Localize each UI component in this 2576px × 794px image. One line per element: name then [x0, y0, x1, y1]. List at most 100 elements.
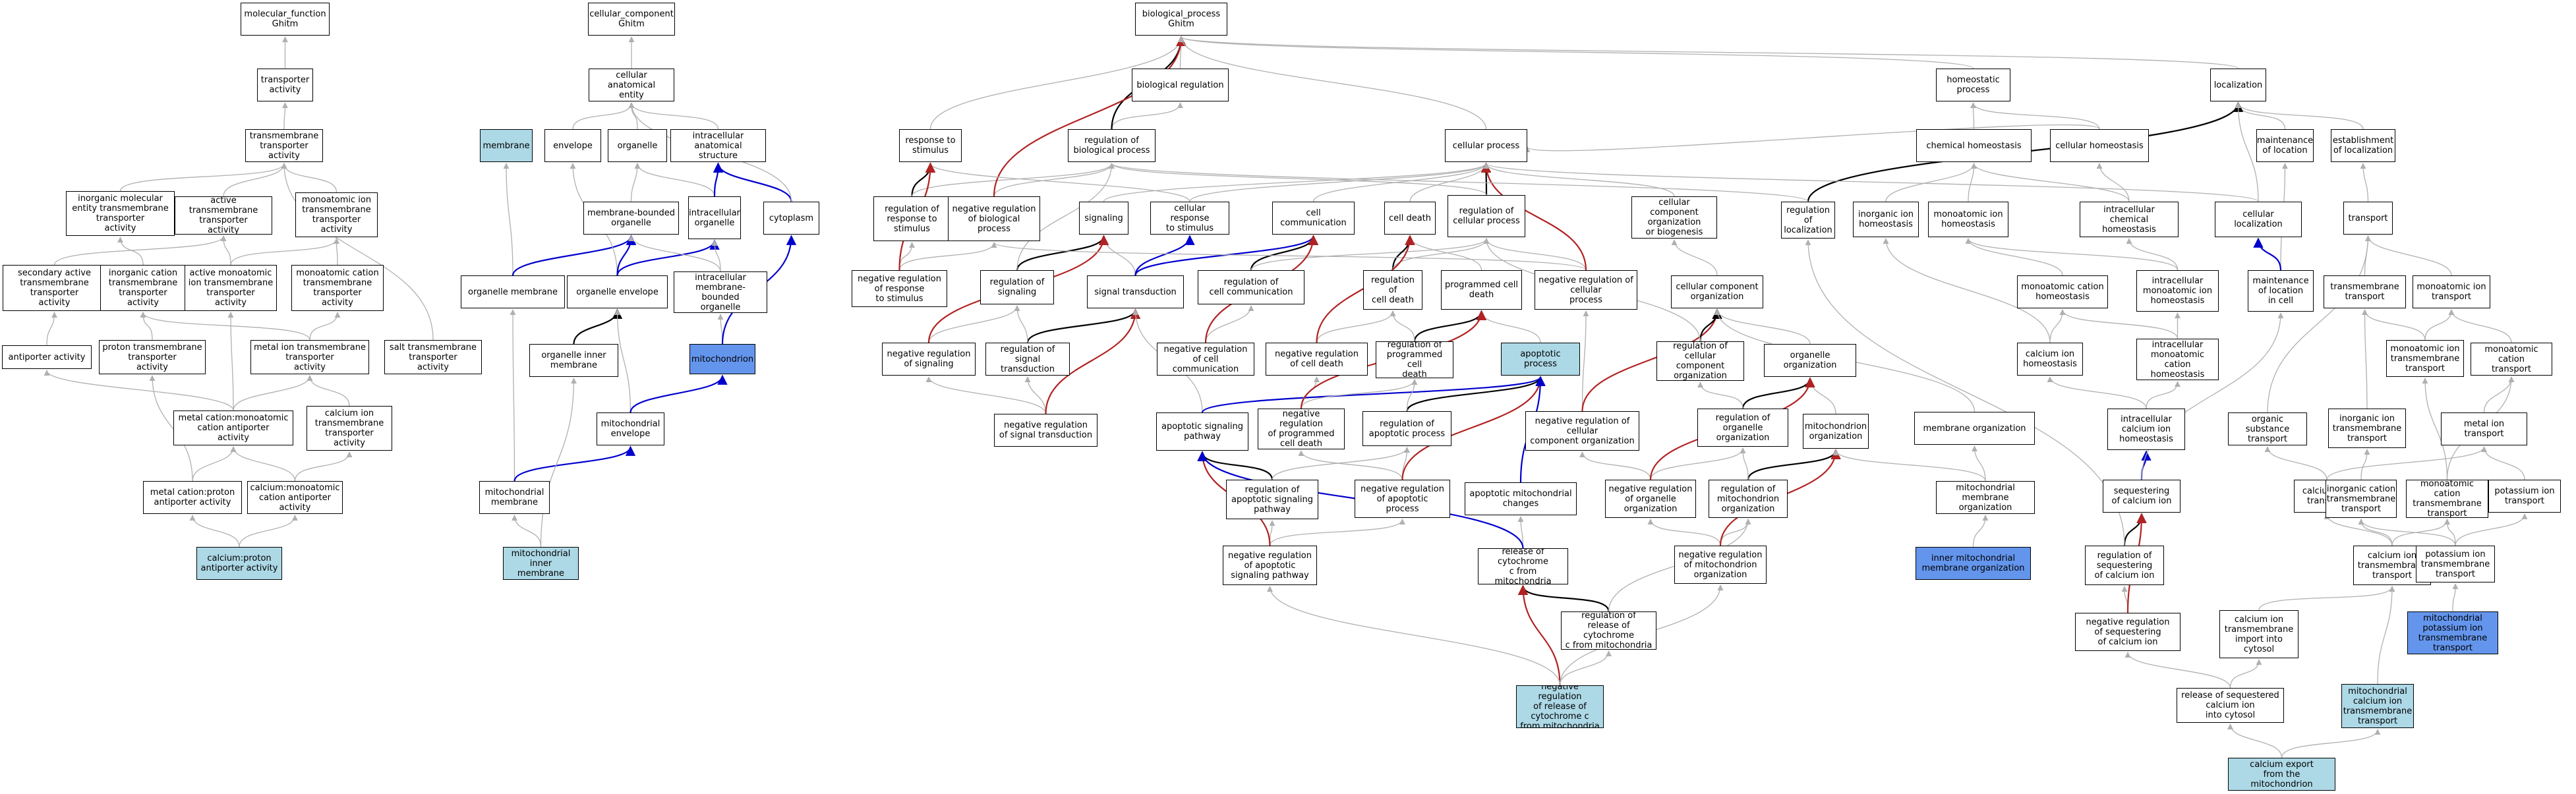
go-term-node[interactable]: metal ion transmembrane transporter acti… [250, 340, 369, 374]
go-term-node[interactable]: negative regulation of cell communicatio… [1157, 343, 1254, 376]
go-term-node[interactable]: mitochondrial calcium ion transmembrane … [2341, 684, 2414, 728]
go-term-node[interactable]: calcium export from the mitochondrion [2228, 758, 2335, 791]
go-term-node[interactable]: negative regulation of mitochondrion org… [1674, 546, 1767, 584]
go-term-node[interactable]: inner mitochondrial membrane organizatio… [1916, 547, 2031, 580]
go-term-node[interactable]: regulation of apoptotic process [1362, 411, 1451, 446]
go-term-node[interactable]: regulation of cell death [1363, 270, 1422, 310]
go-term-node[interactable]: biological_process Ghitm [1135, 3, 1227, 36]
go-term-node[interactable]: cytoplasm [763, 202, 819, 235]
go-term-node[interactable]: potassium ion transport [2488, 480, 2561, 513]
go-term-node[interactable]: monoatomic ion transmembrane transporter… [295, 192, 378, 237]
go-term-node[interactable]: cellular process [1445, 129, 1527, 162]
go-term-node[interactable]: regulation of response to stimulus [873, 196, 951, 241]
go-term-node[interactable]: negative regulation of sequestering of c… [2075, 613, 2181, 651]
go-term-node[interactable]: organelle membrane [461, 275, 565, 308]
go-term-node[interactable]: release of cytochrome c from mitochondri… [1478, 548, 1568, 584]
go-term-node[interactable]: mitochondrion [689, 344, 755, 374]
go-term-node[interactable]: programmed cell death [1441, 270, 1522, 310]
go-term-node[interactable]: calcium ion homeostasis [2017, 343, 2083, 376]
go-term-node[interactable]: regulation of biological process [1068, 129, 1156, 162]
go-term-node[interactable]: regulation of release of cytochrome c fr… [1561, 611, 1656, 650]
go-term-node[interactable]: calcium:monoatomic cation antiporter act… [247, 481, 343, 514]
go-term-node[interactable]: antiporter activity [2, 345, 92, 369]
go-term-node[interactable]: negative regulation of apoptotic signali… [1223, 546, 1317, 585]
go-term-node[interactable]: negative regulation of programmed cell d… [1258, 409, 1345, 449]
go-term-node[interactable]: molecular_function Ghitm [241, 3, 330, 36]
go-term-node[interactable]: regulation of cellular component organiz… [1656, 341, 1744, 381]
go-term-node[interactable]: proton transmembrane transporter activit… [99, 340, 206, 374]
go-term-node[interactable]: cellular response to stimulus [1150, 202, 1229, 235]
go-term-node[interactable]: regulation of signaling [980, 270, 1054, 304]
go-term-node[interactable]: sequestering of calcium ion [2103, 480, 2181, 513]
go-term-node[interactable]: regulation of mitochondrion organization [1709, 480, 1788, 518]
go-term-node[interactable]: apoptotic signaling pathway [1156, 412, 1248, 451]
go-term-node[interactable]: mitochondrial membrane organization [1936, 481, 2035, 514]
go-term-node[interactable]: intracellular monoatomic ion homeostasis [2136, 270, 2219, 312]
go-term-node[interactable]: membrane organization [1914, 412, 2035, 445]
go-term-node[interactable]: monoatomic cation homeostasis [2017, 275, 2108, 308]
go-term-node[interactable]: organelle envelope [567, 275, 668, 308]
go-term-node[interactable]: apoptotic mitochondrial changes [1465, 482, 1577, 515]
go-term-node[interactable]: transmembrane transport [2324, 275, 2406, 308]
go-term-node[interactable]: organic substance transport [2228, 412, 2307, 445]
go-term-node[interactable]: negative regulation of signal transducti… [994, 414, 1098, 447]
go-term-node[interactable]: regulation of cell communication [1198, 270, 1304, 304]
go-term-node[interactable]: intracellular chemical homeostasis [2080, 202, 2179, 237]
go-term-node[interactable]: signal transduction [1087, 275, 1184, 308]
go-term-node[interactable]: intracellular anatomical structure [670, 129, 766, 162]
go-term-node[interactable]: monoatomic ion transport [2413, 275, 2490, 308]
go-term-node[interactable]: intracellular monoatomic cation homeosta… [2136, 339, 2219, 380]
go-term-node[interactable]: signaling [1079, 202, 1128, 235]
go-term-node[interactable]: envelope [544, 129, 601, 162]
go-term-node[interactable]: cell death [1384, 202, 1436, 235]
go-term-node[interactable]: cellular component organization [1671, 275, 1763, 308]
go-term-node[interactable]: release of sequestered calcium ion into … [2177, 688, 2284, 723]
go-term-node[interactable]: negative regulation of organelle organiz… [1605, 480, 1696, 518]
go-term-node[interactable]: inorganic ion transmembrane transport [2328, 409, 2406, 448]
go-term-node[interactable]: response to stimulus [899, 129, 962, 162]
go-term-node[interactable]: chemical homeostasis [1916, 129, 2032, 162]
go-term-node[interactable]: intracellular organelle [688, 196, 741, 239]
go-term-node[interactable]: inorganic ion homeostasis [1853, 202, 1919, 237]
go-term-node[interactable]: calcium:proton antiporter activity [196, 547, 282, 580]
go-term-node[interactable]: inorganic cation transmembrane transport [2326, 480, 2397, 518]
go-term-node[interactable]: establishment of localization [2331, 129, 2395, 162]
go-term-node[interactable]: cellular localization [2215, 202, 2302, 237]
go-term-node[interactable]: negative regulation of response to stimu… [852, 270, 947, 307]
go-term-node[interactable]: homeostatic process [1936, 69, 2010, 101]
go-term-node[interactable]: mitochondrial membrane [479, 481, 550, 514]
go-term-node[interactable]: negative regulation of signaling [882, 343, 976, 376]
go-term-node[interactable]: inorganic cation transmembrane transport… [100, 265, 186, 311]
go-term-node[interactable]: negative regulation of release of cytoch… [1516, 685, 1604, 728]
go-term-node[interactable]: regulation of cellular process [1448, 195, 1525, 237]
go-term-node[interactable]: calcium ion transmembrane transporter ac… [307, 406, 392, 451]
go-term-node[interactable]: potassium ion transmembrane transport [2416, 546, 2495, 582]
go-term-node[interactable]: calcium ion transmembrane import into cy… [2219, 610, 2298, 658]
go-term-node[interactable]: apoptotic process [1501, 343, 1580, 376]
go-term-node[interactable]: negative regulation of cellular componen… [1525, 411, 1639, 451]
go-term-node[interactable]: intracellular calcium ion homeostasis [2107, 409, 2185, 450]
go-term-node[interactable]: cellular component organization or bioge… [1631, 196, 1717, 239]
go-term-node[interactable]: negative regulation of cell death [1266, 343, 1368, 376]
go-term-node[interactable]: transport [2343, 202, 2393, 235]
go-term-node[interactable]: membrane [480, 129, 533, 162]
go-term-node[interactable]: secondary active transmembrane transport… [3, 265, 106, 311]
go-term-node[interactable]: biological regulation [1132, 69, 1229, 101]
go-term-node[interactable]: intracellular membrane-bounded organelle [674, 271, 767, 313]
go-term-node[interactable]: monoatomic ion homeostasis [1928, 202, 2008, 237]
go-term-node[interactable]: regulation of apoptotic signaling pathwa… [1226, 480, 1318, 519]
go-term-node[interactable]: mitochondrial potassium ion transmembran… [2407, 611, 2498, 654]
go-term-node[interactable]: inorganic molecular entity transmembrane… [66, 191, 175, 236]
go-term-node[interactable]: active transmembrane transporter activit… [175, 196, 272, 235]
go-term-node[interactable]: metal cation:monoatomic cation antiporte… [173, 411, 293, 445]
go-term-node[interactable]: monoatomic ion transmembrane transport [2386, 340, 2464, 377]
go-term-node[interactable]: cell communication [1272, 202, 1355, 235]
go-term-node[interactable]: organelle inner membrane [529, 344, 618, 377]
go-term-node[interactable]: monoatomic cation transmembrane transpor… [2406, 480, 2488, 518]
go-term-node[interactable]: membrane-bounded organelle [583, 202, 679, 235]
go-term-node[interactable]: cellular anatomical entity [589, 69, 674, 101]
go-term-node[interactable]: mitochondrion organization [1803, 414, 1869, 449]
go-term-node[interactable]: regulation of signal transduction [985, 343, 1070, 376]
go-term-node[interactable]: regulation of localization [1781, 202, 1835, 239]
go-term-node[interactable]: regulation of sequestering of calcium io… [2085, 546, 2164, 585]
